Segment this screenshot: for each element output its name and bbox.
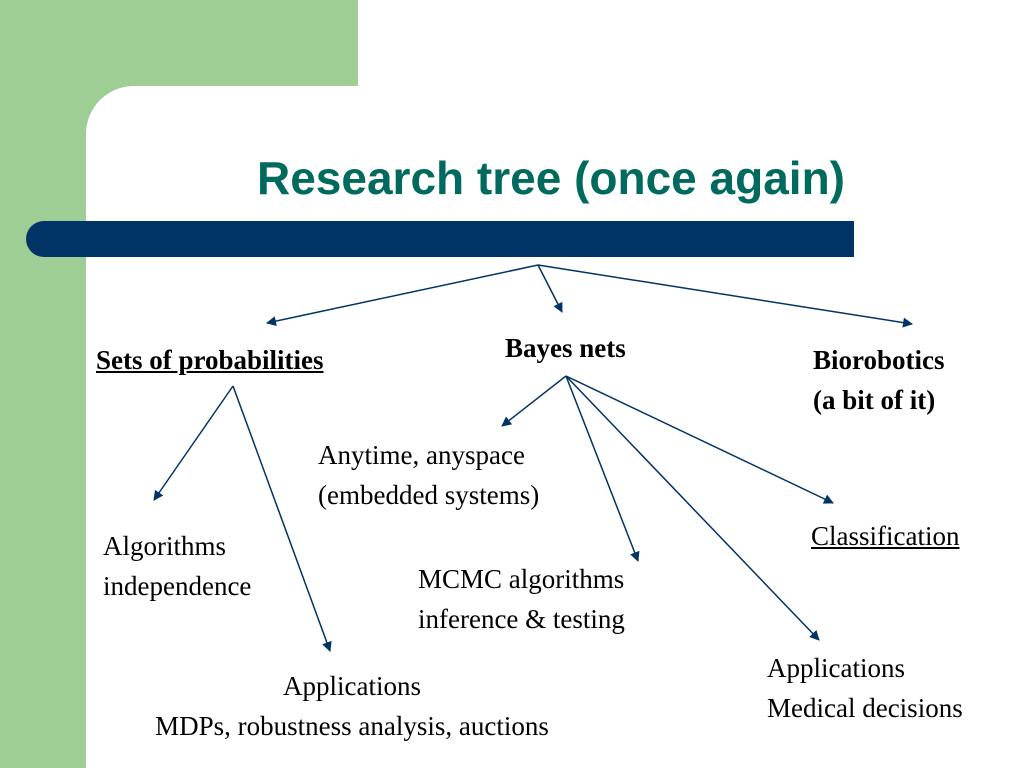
node-mcmc-line-2: inference & testing [418,604,625,634]
node-anytime-anyspace: Anytime, anyspace (embedded systems) [318,435,539,515]
node-biorobotics: Biorobotics (a bit of it) [813,340,945,420]
node-anytime-line-2: (embedded systems) [318,480,540,510]
node-mcmc-algorithms: MCMC algorithms inference & testing [418,559,625,639]
arrow-root-to-biorobotics [537,264,913,328]
arrow-bayes-to-anytime [501,375,567,427]
title-underline-bar [26,221,854,257]
node-applications-right-line-1: Applications [767,653,905,683]
arrow-root-to-sets [266,264,539,327]
node-applications-left: Applications MDPs, robustness analysis, … [113,666,591,746]
arrow-bayes-to-classification [565,375,834,504]
arrow-bayes-to-mcmc [565,375,640,562]
slide-title: Research tree (once again) [256,152,845,204]
arrow-root-to-bayes [537,264,563,313]
node-algorithms-line-1: Algorithms [103,531,227,561]
node-algorithms-line-2: independence [103,571,252,601]
node-biorobotics-line-2: (a bit of it) [813,385,936,415]
node-applications-left-line-2: MDPs, robustness analysis, auctions [155,711,549,741]
node-sets-of-probabilities[interactable]: Sets of probabilities [96,345,324,375]
node-applications-right: Applications Medical decisions [767,648,963,728]
node-mcmc-line-1: MCMC algorithms [418,564,625,594]
node-bayes-nets: Bayes nets [505,333,626,363]
node-applications-right-line-2: Medical decisions [767,693,963,723]
arrow-sets-to-applications [232,385,332,652]
node-applications-left-line-1: Applications [283,671,421,701]
node-anytime-line-1: Anytime, anyspace [318,440,525,470]
node-algorithms: Algorithms independence [103,526,251,606]
arrow-sets-to-algorithms [153,385,234,501]
arrow-bayes-to-applications [565,375,820,641]
node-biorobotics-line-1: Biorobotics [813,345,945,375]
node-classification[interactable]: Classification [811,521,960,551]
content-card [86,86,1024,768]
